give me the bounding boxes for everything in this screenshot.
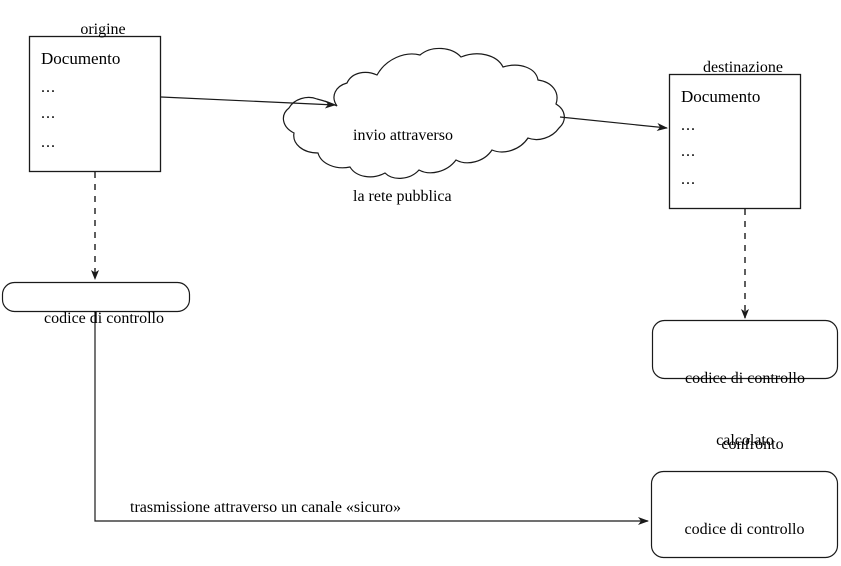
- destination-document-line-3: ...: [681, 171, 696, 188]
- computed-code-label-line-2: calcolato: [716, 431, 774, 449]
- control-code-label: codice di controllo: [2, 288, 190, 350]
- origin-document-line-1: ...: [41, 79, 56, 96]
- comparison-label-text: confronto: [721, 436, 784, 454]
- origin-document-line-2: ...: [41, 105, 56, 122]
- control-code-label-line-1: codice di controllo: [44, 309, 164, 327]
- arrow-origin-to-cloud: [160, 96, 336, 109]
- secure-channel-label: trasmissione attraverso un canale «sicur…: [130, 499, 402, 516]
- destination-title: destinazione: [669, 38, 801, 99]
- destination-title-text: destinazione: [703, 59, 783, 77]
- arrow-cloud-to-destination: [559, 116, 668, 131]
- origin-title: origine: [29, 0, 161, 61]
- computed-code-label: codice di controllo calcolato: [652, 327, 838, 493]
- origin-document-line-3: ...: [41, 134, 56, 151]
- origin-title-text: origine: [80, 21, 126, 39]
- destination-document-line-1: ...: [681, 117, 696, 134]
- origin-document-heading: Documento: [41, 49, 121, 68]
- cloud-label-line-2: la rete pubblica: [353, 188, 452, 206]
- destination-document-heading: Documento: [681, 87, 761, 106]
- received-code-label: codice di controllo ricevuto dal canale …: [651, 478, 838, 566]
- computed-code-label-line-1: codice di controllo: [685, 369, 805, 387]
- received-code-label-line-1: codice di controllo: [684, 520, 805, 538]
- destination-document-line-2: ...: [681, 143, 696, 160]
- comparison-label: confronto: [651, 415, 838, 476]
- cloud-label-line-1: invio attraverso: [353, 126, 453, 144]
- cloud-label: invio attraverso la rete pubblica: [353, 85, 453, 249]
